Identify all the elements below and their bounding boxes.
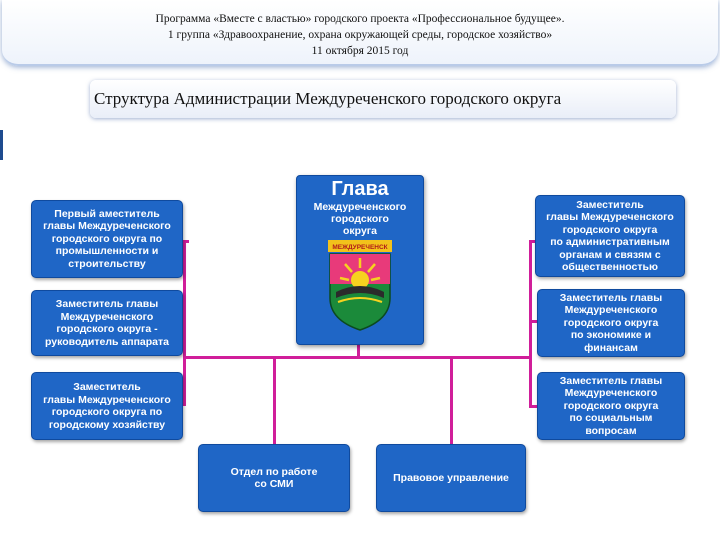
legal-department-box: Правовое управление bbox=[376, 444, 526, 512]
header-line-date: 11 октября 2015 год bbox=[311, 45, 409, 57]
connector-right-vertical bbox=[529, 240, 532, 408]
city-coat-of-arms-icon: МЕЖДУРЕЧЕНСК bbox=[328, 240, 392, 331]
header-line-group: 1 группа «Здравоохранение, охрана окружа… bbox=[167, 29, 553, 41]
header-banner: Программа «Вместе с властью» городского … bbox=[2, 0, 718, 66]
deputy-industry-construction-box: Первый аместитель главы Междуреченского … bbox=[31, 200, 183, 278]
connector-to-legal bbox=[450, 356, 453, 444]
connector-to-media bbox=[273, 356, 276, 444]
head-of-district-box: Глава Междуреченского городского округа … bbox=[296, 175, 424, 345]
side-accent-line bbox=[0, 130, 3, 160]
media-relations-department-box: Отдел по работе со СМИ bbox=[198, 444, 350, 512]
connector-right-top bbox=[529, 240, 537, 243]
deputy-economy-finance-box: Заместитель главы Междуреченского городс… bbox=[537, 289, 685, 357]
connector-left-top bbox=[183, 240, 189, 243]
svg-text:МЕЖДУРЕЧЕНСК: МЕЖДУРЕЧЕНСК bbox=[332, 244, 387, 251]
connector-right-mid bbox=[529, 320, 539, 323]
connector-right-bottom bbox=[529, 405, 539, 408]
page-title: Структура Администрации Междуреченского … bbox=[90, 80, 676, 118]
head-title: Глава bbox=[331, 178, 389, 200]
deputy-head-of-staff-box: Заместитель главы Междуреченского городс… bbox=[31, 290, 183, 356]
deputy-social-affairs-box: Заместитель главы Междуреченского городс… bbox=[537, 372, 685, 440]
connector-head-down bbox=[357, 342, 360, 359]
connector-left-vertical bbox=[183, 240, 186, 405]
connector-left-bottom bbox=[180, 403, 186, 406]
header-line-program: Программа «Вместе с властью» городского … bbox=[155, 13, 565, 25]
deputy-administrative-public-relations-box: Заместитель главы Междуреченского городс… bbox=[535, 195, 685, 277]
deputy-city-economy-box: Заместитель главы Междуреченского городс… bbox=[31, 372, 183, 440]
head-subtitle: Междуреченского городского округа bbox=[313, 201, 407, 237]
